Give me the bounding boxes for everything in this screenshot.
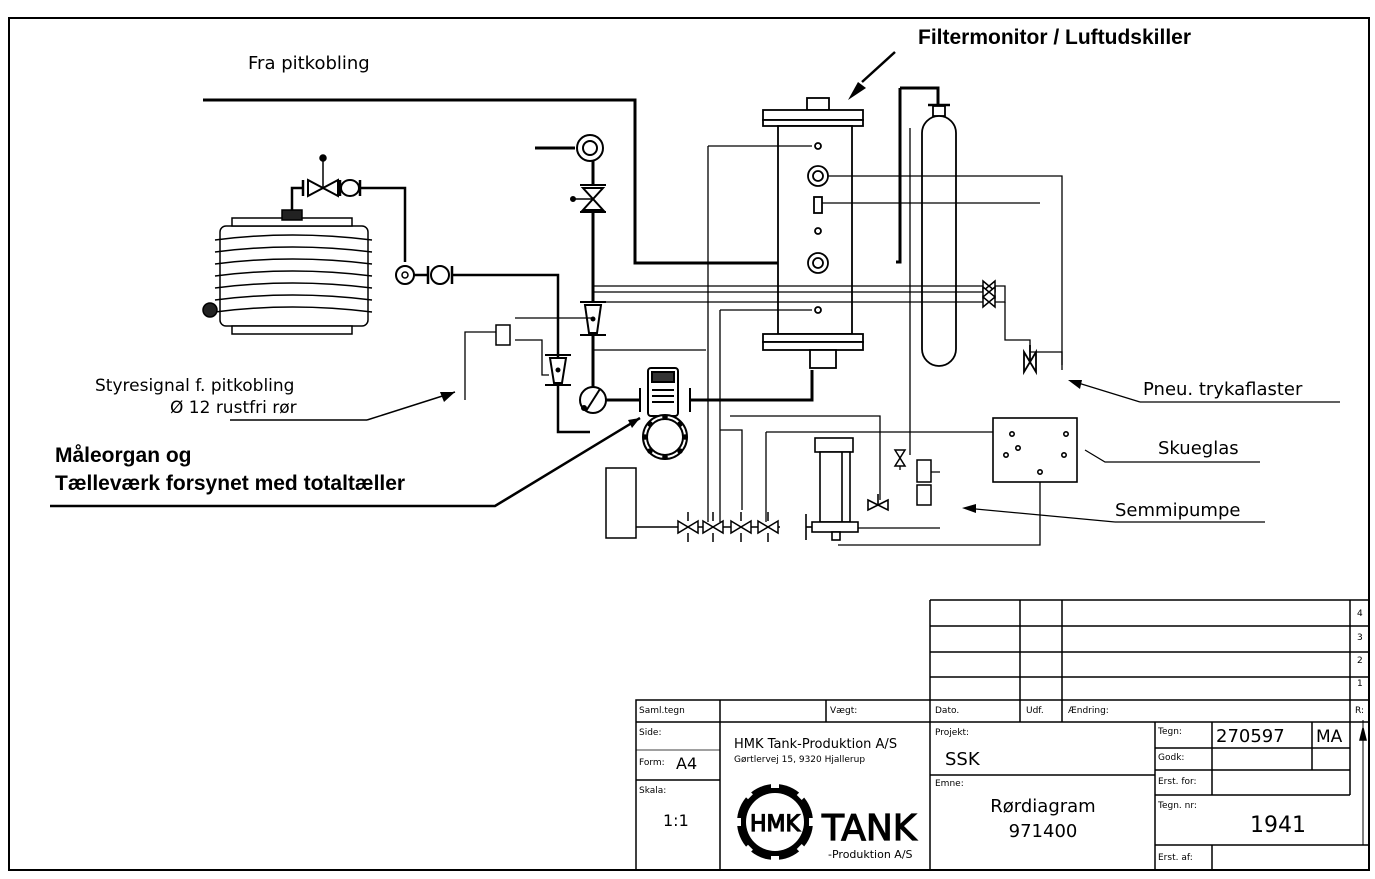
title-block — [635, 699, 1370, 871]
tb-aendring: Ændring: — [1068, 706, 1109, 716]
tb-company-name: HMK Tank-Produktion A/S — [734, 737, 897, 752]
logo-sub: -Produktion A/S — [828, 848, 913, 861]
tb-emne-label: Emne: — [935, 779, 964, 789]
tb-saml-tegn: Saml.tegn — [639, 706, 685, 716]
valves-vertical — [545, 184, 607, 414]
filter-monitor — [762, 97, 864, 369]
leader-lines — [50, 51, 1340, 523]
tb-form-label: Form: — [639, 758, 665, 768]
tb-skala-label: Skala: — [639, 786, 666, 796]
sight-glass — [992, 417, 1078, 483]
tb-erst-af-label: Erst. af: — [1158, 853, 1193, 863]
tb-godk-label: Godk: — [1158, 753, 1184, 763]
tb-projekt-value: SSK — [945, 749, 981, 770]
tb-tegn-nr-value: 1941 — [1250, 813, 1306, 838]
label-pneu: Pneu. trykaflaster — [1143, 379, 1303, 400]
signal-box — [495, 324, 511, 346]
tb-projekt-label: Projekt: — [935, 728, 969, 738]
label-maaleorgan-2: Tælleværk forsynet med totaltæller — [55, 472, 405, 495]
tb-tegn-value: 270597 — [1216, 726, 1285, 747]
pressure-gauge — [576, 134, 604, 162]
tb-side-label: Side: — [639, 728, 662, 738]
tb-tegn-initials: MA — [1316, 727, 1343, 747]
label-fra-pitkobling: Fra pitkobling — [248, 53, 370, 74]
tb-emne-line1: Rørdiagram — [990, 796, 1095, 817]
rev-row-3: 3 — [1357, 633, 1363, 643]
small-filter — [893, 449, 932, 506]
rev-row-2: 2 — [1357, 656, 1363, 666]
tb-dato: Dato. — [935, 706, 959, 716]
tb-erst-for-label: Erst. for: — [1158, 777, 1197, 787]
pressure-relief-valve — [1023, 345, 1037, 376]
tb-form-value: A4 — [676, 754, 697, 773]
arrowheads — [440, 82, 1082, 513]
rev-row-1: 1 — [1357, 679, 1363, 689]
check-valves — [982, 279, 996, 309]
tb-tegn-nr-label: Tegn. nr: — [1157, 801, 1197, 811]
thin-piping — [464, 128, 1063, 546]
logo-hmk: HMK — [750, 812, 801, 837]
label-skueglas: Skueglas — [1158, 438, 1239, 459]
label-semmipumpe: Semmipumpe — [1115, 500, 1240, 521]
label-styresignal-1: Styresignal f. pitkobling — [95, 376, 294, 396]
revision-table — [929, 599, 1369, 870]
drain-valves — [605, 467, 780, 542]
logo-tank: TANK — [821, 808, 918, 849]
tb-vaegt: Vægt: — [830, 706, 857, 716]
rev-r-label: R: — [1355, 706, 1364, 716]
label-styresignal-2: Ø 12 rustfri rør — [170, 398, 297, 418]
company-logo: HMK TANK -Produktion A/S — [735, 782, 918, 862]
tb-skala-value: 1:1 — [663, 811, 689, 830]
tb-emne-line2: 971400 — [1009, 821, 1078, 842]
tb-tegn-label: Tegn: — [1157, 727, 1182, 737]
tb-company-address: Gørtlervej 15, 9320 Hjallerup — [734, 755, 865, 765]
label-maaleorgan-1: Måleorgan og — [55, 444, 192, 467]
rev-row-4: 4 — [1357, 609, 1363, 619]
flow-meter — [639, 367, 691, 460]
tb-udf: Udf. — [1026, 706, 1044, 716]
label-filtermonitor: Filtermonitor / Luftudskiller — [918, 26, 1191, 49]
hose-reel — [202, 209, 373, 335]
main-piping — [203, 86, 940, 402]
air-separator — [921, 103, 957, 367]
hand-pump — [805, 437, 889, 541]
